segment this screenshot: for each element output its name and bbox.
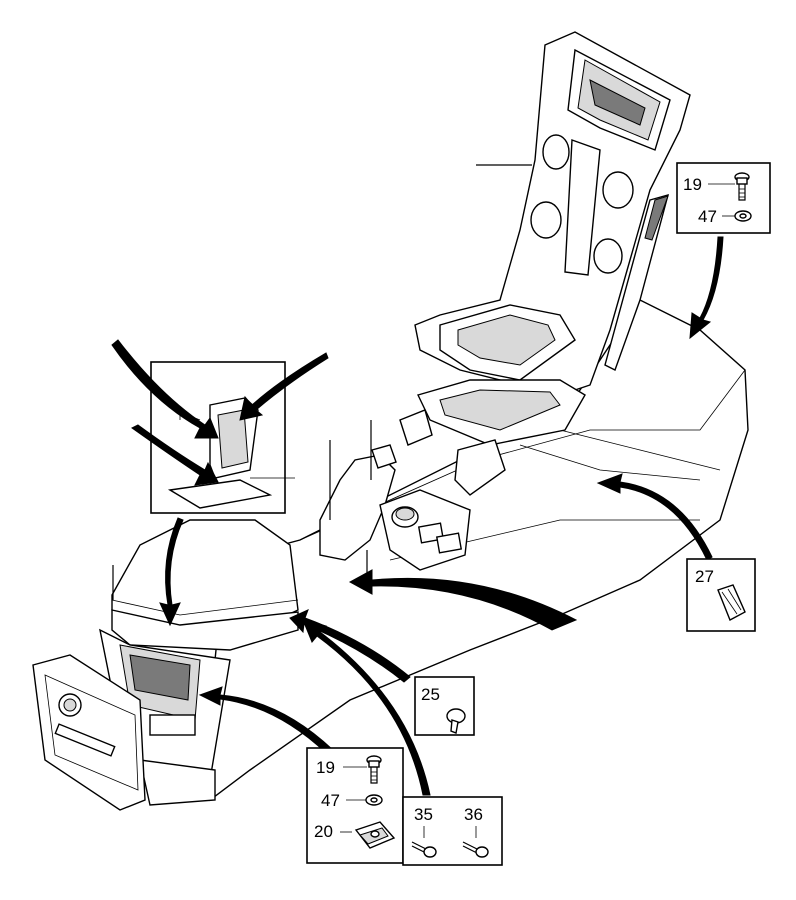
- part-number-27: 27: [695, 567, 714, 586]
- clip-icon: [717, 584, 746, 621]
- callout-box-35-36: 35 36: [402, 796, 503, 866]
- rear-compartment: [99, 628, 231, 806]
- callout-box-27: 27: [686, 558, 756, 632]
- armrest: [111, 519, 299, 651]
- nut-clip-icon: [354, 821, 396, 849]
- center-stack-panel: [399, 31, 691, 496]
- washer-icon: [734, 210, 752, 222]
- bolt-icon: [734, 172, 750, 201]
- part-number-20: 20: [314, 822, 333, 841]
- screw-icon: [411, 841, 437, 858]
- part-number-47-top: 47: [698, 207, 717, 226]
- part-number-19-top: 19: [683, 175, 702, 194]
- part-number-36: 36: [464, 805, 483, 824]
- arrows: [111, 236, 724, 796]
- detail-inset: [150, 361, 295, 514]
- rear-panel-lid: [32, 654, 146, 811]
- part-number-35: 35: [414, 805, 433, 824]
- plug-icon: [446, 708, 466, 734]
- bolt-icon: [366, 755, 382, 784]
- part-number-25: 25: [421, 685, 440, 704]
- callout-box-19-47-20: 19 47 20: [306, 747, 404, 864]
- washer-icon: [365, 794, 383, 806]
- callout-box-25: 25: [414, 676, 475, 736]
- part-number-47-bottom: 47: [321, 791, 340, 810]
- screw-icon: [462, 841, 489, 858]
- part-number-19-bottom: 19: [316, 758, 335, 777]
- callout-box-19-47-top: 19 47: [676, 162, 771, 234]
- shifter-area: [319, 420, 471, 580]
